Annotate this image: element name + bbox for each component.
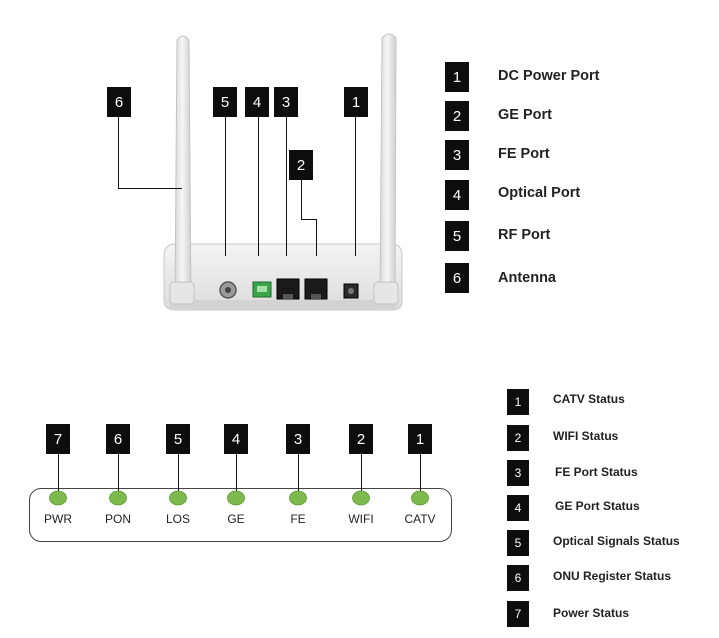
callout-line-2-vertical-b (316, 219, 317, 256)
led-legend-label: Optical Signals Status (553, 534, 680, 548)
led-label-fe: FE (290, 512, 306, 526)
led-callout-line (58, 454, 59, 492)
callout-line-3 (286, 117, 287, 256)
led-legend-badge: 1 (507, 389, 529, 415)
led-pon-icon (109, 490, 127, 506)
router-legend-badge: 4 (445, 180, 469, 210)
callout-line-2-vertical-a (301, 179, 302, 219)
led-label-ge: GE (227, 512, 245, 526)
router-legend-badge: 1 (445, 62, 469, 92)
callout-line-6-horizontal (118, 188, 182, 189)
led-legend-badge: 2 (507, 425, 529, 451)
callout-line-2-horizontal (301, 219, 317, 220)
led-legend-label: CATV Status (553, 392, 625, 406)
router-illustration (163, 33, 403, 311)
led-legend-badge: 5 (507, 530, 529, 556)
router-callout-badge-6: 6 (107, 87, 131, 117)
router-legend-badge: 6 (445, 263, 469, 293)
router-legend-badge: 5 (445, 221, 469, 251)
led-legend-badge: 4 (507, 495, 529, 521)
led-legend-badge: 7 (507, 601, 529, 627)
led-pwr-icon (49, 490, 67, 506)
router-body-bottom (170, 300, 396, 310)
callout-line-1 (355, 117, 356, 256)
callout-line-6-vertical (118, 117, 119, 188)
led-los-icon (169, 490, 187, 506)
led-legend-badge: 6 (507, 565, 529, 591)
led-legend-badge: 3 (507, 460, 529, 486)
router-legend-label: RF Port (498, 227, 551, 243)
router-legend-label: Optical Port (498, 185, 581, 201)
led-legend-label: FE Port Status (555, 465, 638, 479)
led-ge-icon (227, 490, 245, 506)
router-callout-badge-5: 5 (213, 87, 237, 117)
led-callout-badge-2: 2 (349, 424, 373, 454)
led-callout-badge-3: 3 (286, 424, 310, 454)
led-legend-label: GE Port Status (555, 499, 640, 513)
led-wifi-icon (352, 490, 370, 506)
callout-line-5 (225, 117, 226, 256)
led-callout-line (236, 454, 237, 492)
router-legend-badge: 2 (445, 101, 469, 131)
router-legend-label: DC Power Port (498, 68, 600, 84)
antenna-left-base (169, 281, 195, 305)
led-callout-line (420, 454, 421, 492)
led-callout-badge-5: 5 (166, 424, 190, 454)
led-panel-frame (29, 488, 452, 542)
led-label-wifi: WIFI (348, 512, 374, 526)
antenna-left (174, 35, 192, 301)
led-label-los: LOS (165, 512, 190, 526)
led-callout-badge-4: 4 (224, 424, 248, 454)
antenna-right (379, 33, 397, 301)
led-legend-label: WIFI Status (553, 429, 619, 443)
router-callout-badge-3: 3 (274, 87, 298, 117)
router-callout-badge-2: 2 (289, 150, 313, 180)
rf-port-center (225, 287, 231, 293)
led-callout-line (118, 454, 119, 492)
led-legend-label: ONU Register Status (553, 569, 672, 583)
led-label-pon: PON (104, 512, 131, 526)
led-fe-icon (289, 490, 307, 506)
led-legend-label: Power Status (553, 606, 630, 620)
led-callout-badge-1: 1 (408, 424, 432, 454)
router-callout-badge-1: 1 (344, 87, 368, 117)
led-catv-icon (411, 490, 429, 506)
led-callout-line (298, 454, 299, 492)
led-callout-line (361, 454, 362, 492)
led-label-catv: CATV (404, 512, 436, 526)
led-callout-line (178, 454, 179, 492)
router-legend-label: GE Port (498, 107, 552, 123)
antenna-right-base (373, 281, 399, 305)
router-legend-label: FE Port (498, 146, 550, 162)
router-legend-label: Antenna (498, 270, 556, 286)
led-callout-badge-6: 6 (106, 424, 130, 454)
router-legend-badge: 3 (445, 140, 469, 170)
callout-line-4 (258, 117, 259, 256)
router-callout-badge-4: 4 (245, 87, 269, 117)
led-label-pwr: PWR (44, 512, 72, 526)
led-callout-badge-7: 7 (46, 424, 70, 454)
